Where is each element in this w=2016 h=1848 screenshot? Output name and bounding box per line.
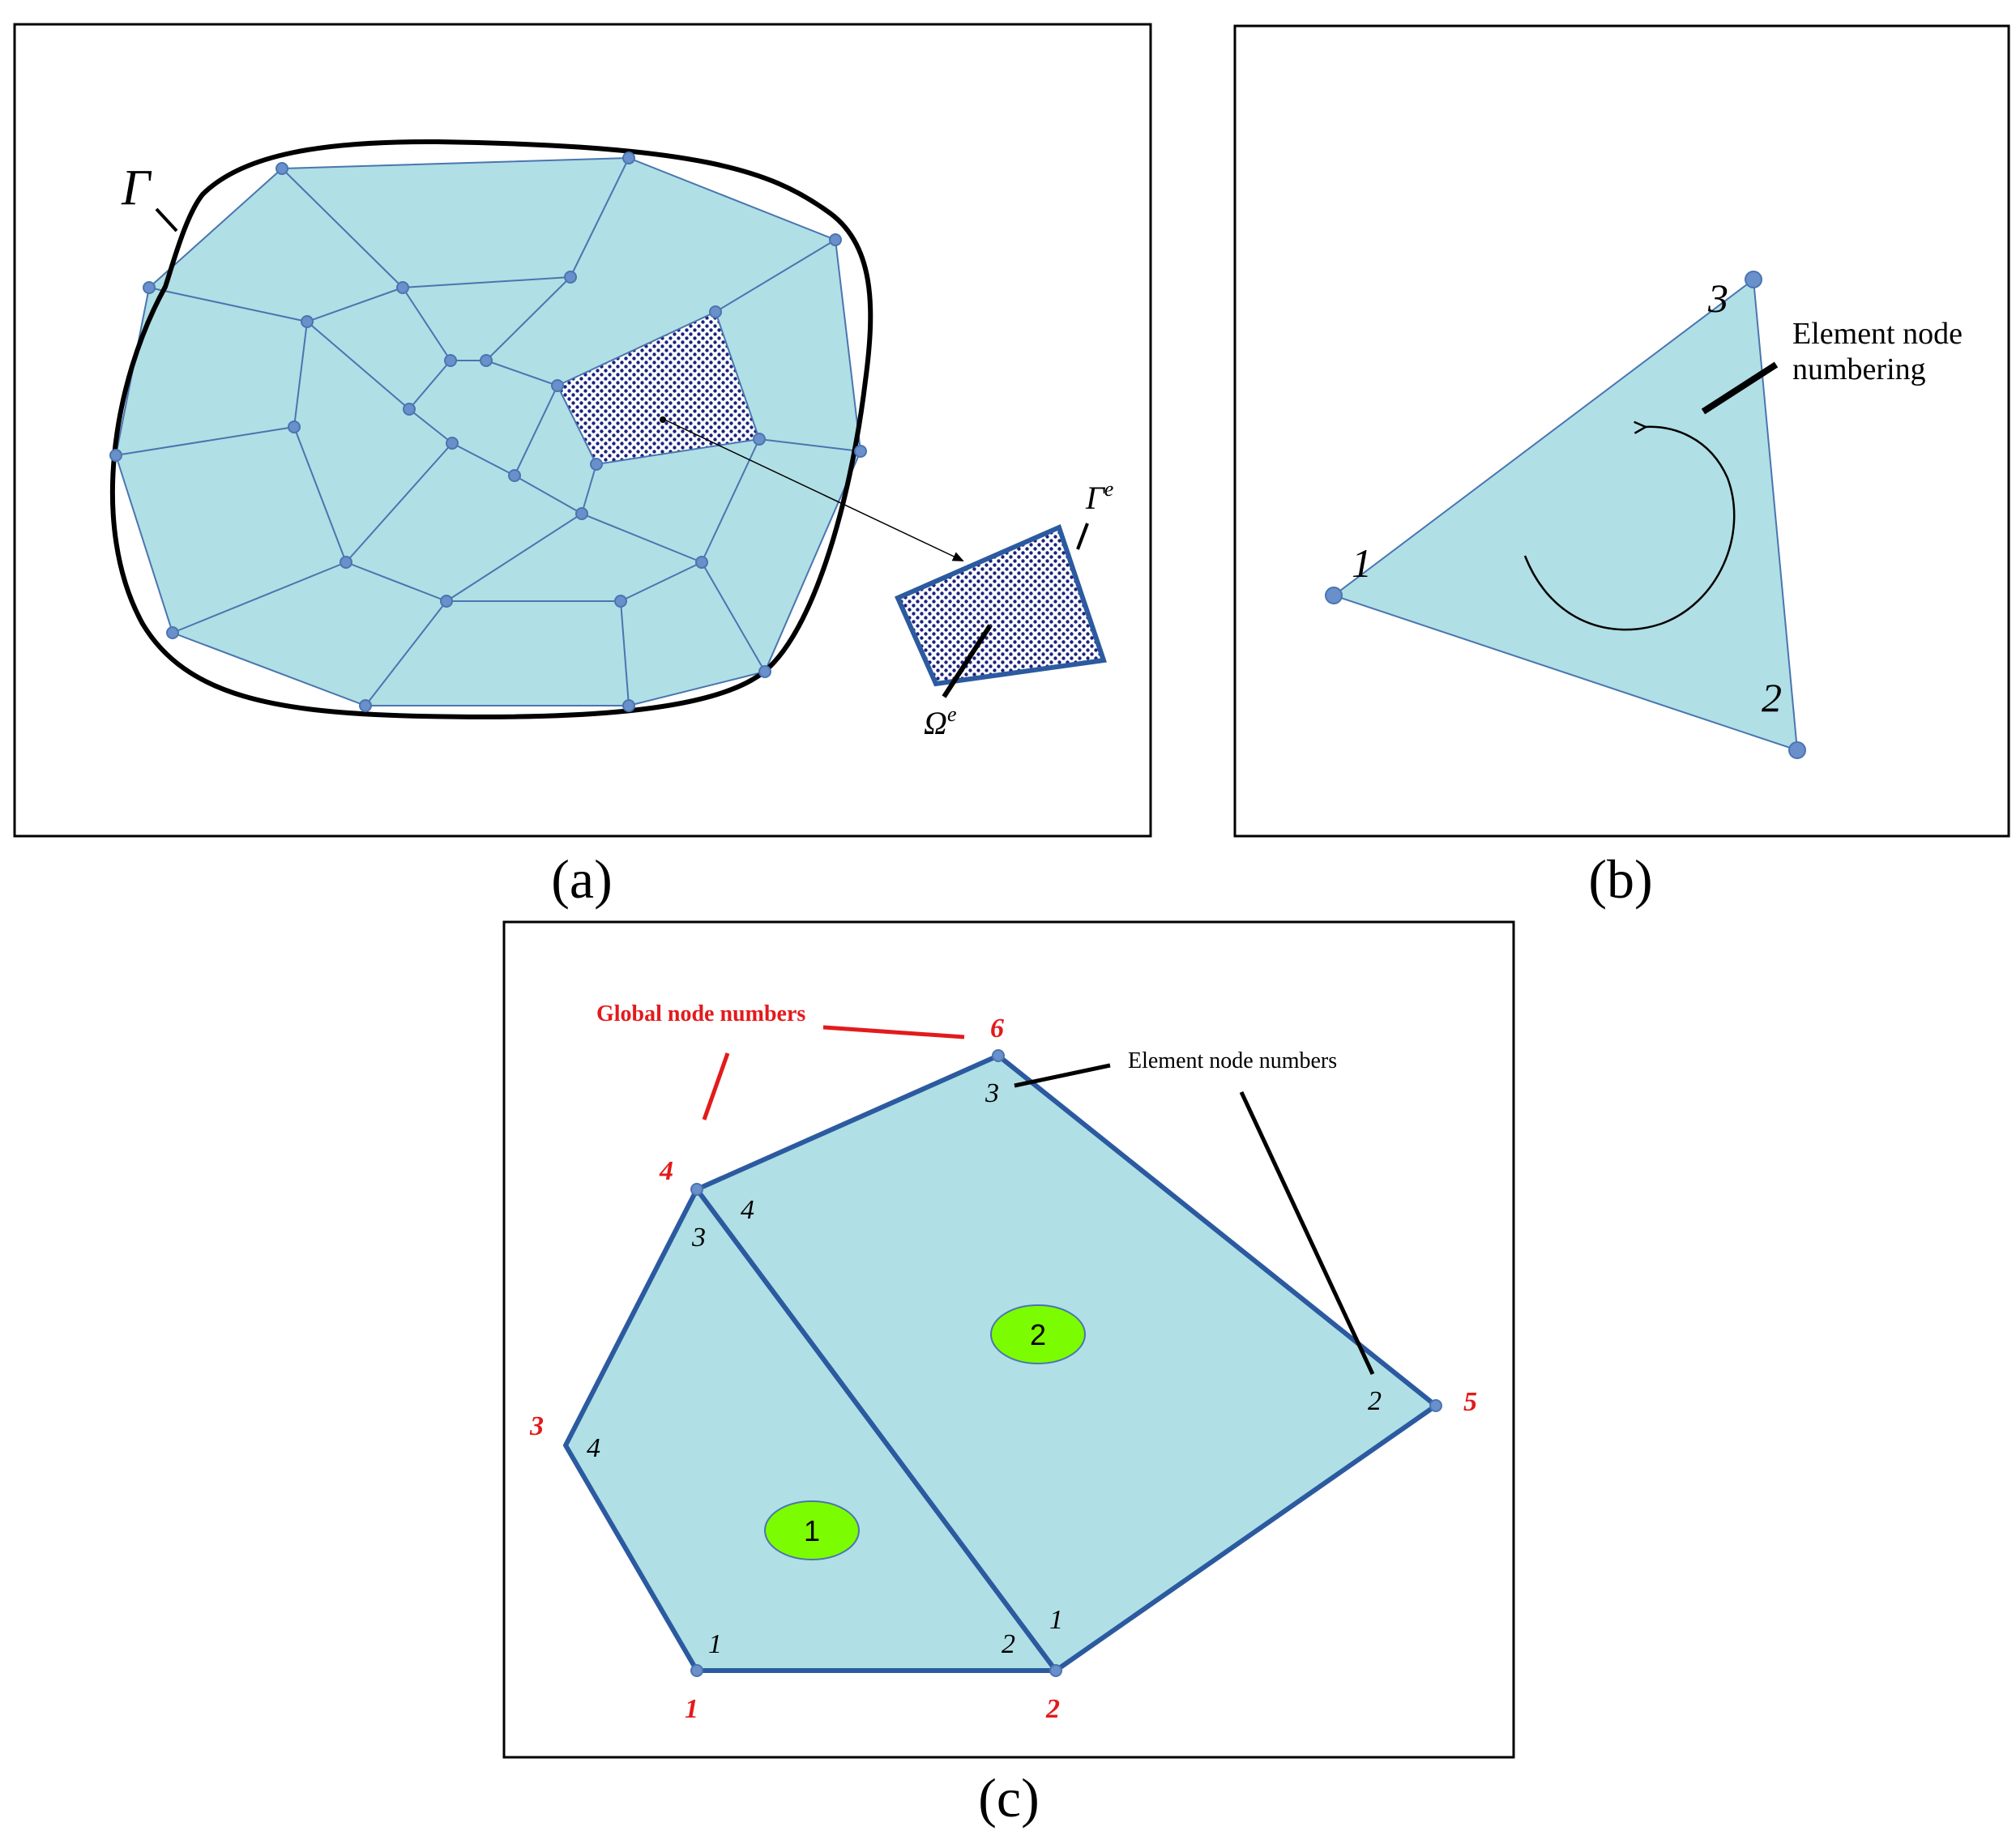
global-node-6: 6: [990, 1014, 1004, 1044]
element-1-id: 1: [804, 1514, 820, 1547]
mesh-nodes: [109, 152, 867, 712]
panel-c: 1 2 1 2 3 4 5 6 1 2 3 4 1 2 3 4 Global n…: [502, 920, 1515, 1829]
global-node-1: 1: [685, 1694, 698, 1724]
omega-e-leader: [942, 624, 993, 698]
gamma-e-label: Γe: [1085, 477, 1113, 516]
gamma-leader: [155, 207, 178, 233]
gamma-label: Γ: [121, 160, 152, 216]
element-1-id-badge: [764, 1500, 860, 1560]
e2-local-1: 1: [1049, 1605, 1063, 1635]
gamma-e-leader: [1076, 523, 1089, 550]
panel-c-frame: [502, 920, 1515, 1759]
e2-local-2: 2: [1368, 1386, 1382, 1416]
element-numbers-annotation: Element node numbers: [1128, 1048, 1337, 1073]
triangle-node-1: [1325, 587, 1343, 604]
triangle-label-1: 1: [1352, 540, 1372, 586]
numbering-annotation-line2: numbering: [1792, 352, 1926, 386]
element-leader-2: [1239, 1090, 1375, 1376]
numbering-leader: [1701, 361, 1779, 415]
element-2-id-badge: [990, 1304, 1086, 1364]
triangle-element: [1331, 278, 1799, 752]
global-leader-2: [702, 1052, 730, 1120]
triangle-node-2: [1788, 741, 1806, 759]
panel-a: Γ Γe Ωe (a): [13, 23, 1152, 910]
numbering-annotation-line1: Element node: [1792, 317, 1963, 351]
panel-a-caption: (a): [551, 848, 612, 910]
global-node-2: 2: [1045, 1694, 1060, 1724]
panel-c-nodes: [690, 1049, 1442, 1677]
triangle-label-2: 2: [1762, 675, 1782, 720]
global-leader-1: [822, 1025, 965, 1039]
e2-local-4: 4: [741, 1195, 754, 1225]
panel-b: 1 2 3 Element node numbering (b): [1233, 24, 2010, 910]
extract-arrow: [660, 417, 964, 561]
global-node-4: 4: [659, 1156, 673, 1186]
omega-e-label: Ωe: [924, 702, 956, 741]
element-2-id: 2: [1030, 1318, 1046, 1351]
global-node-3: 3: [529, 1411, 544, 1441]
e1-local-1: 1: [708, 1629, 722, 1659]
triangle-label-3: 3: [1707, 275, 1728, 321]
panel-b-frame: [1233, 24, 2010, 838]
panel-b-caption: (b): [1588, 848, 1652, 910]
local-node-numbers: 1 2 3 4 1 2 3 4: [587, 1078, 1382, 1659]
triangle-node-3: [1745, 271, 1762, 288]
e1-local-2: 2: [1002, 1629, 1015, 1659]
extracted-element: [895, 523, 1107, 687]
panel-a-frame: [13, 23, 1152, 838]
numbering-direction-arrow: [1523, 427, 1736, 631]
boundary-gamma: [109, 139, 873, 719]
panel-c-caption: (c): [978, 1767, 1039, 1829]
arrow-origin-dot: [660, 416, 666, 423]
element-leader-1: [1014, 1063, 1111, 1088]
global-numbers-annotation: Global node numbers: [596, 1001, 805, 1026]
global-node-5: 5: [1463, 1387, 1477, 1417]
global-node-numbers: 1 2 3 4 5 6: [529, 1014, 1477, 1724]
e1-local-4: 4: [587, 1433, 600, 1463]
e1-local-3: 3: [691, 1223, 706, 1253]
e2-local-3: 3: [985, 1078, 999, 1108]
